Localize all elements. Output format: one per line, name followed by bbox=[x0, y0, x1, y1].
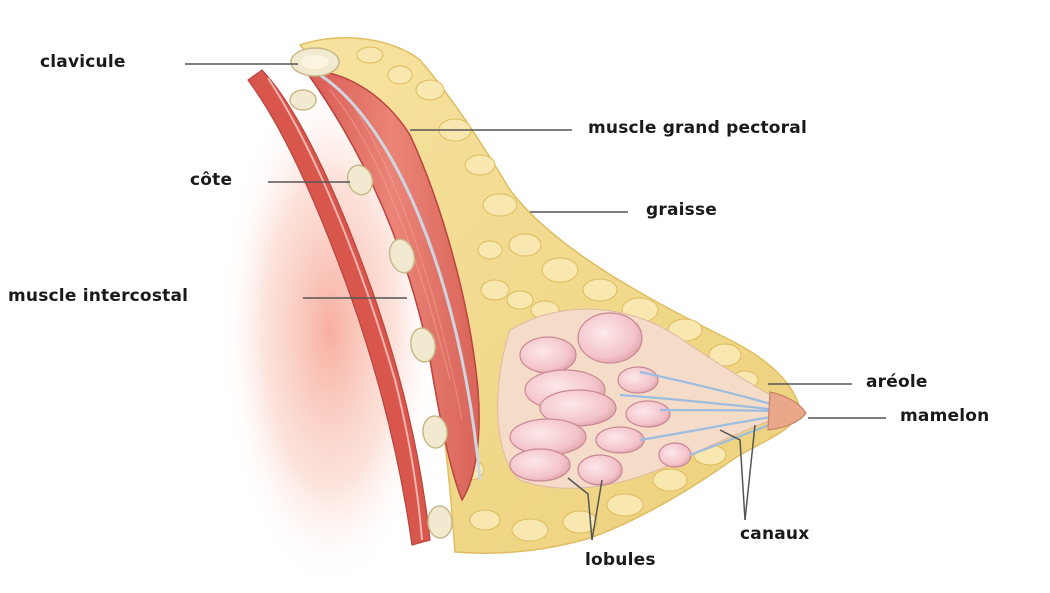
lobule bbox=[659, 443, 691, 467]
label-mamelon: mamelon bbox=[900, 406, 989, 426]
label-graisse: graisse bbox=[646, 200, 717, 220]
rib-6 bbox=[427, 505, 453, 538]
lobule bbox=[520, 337, 576, 373]
lobule bbox=[578, 455, 622, 485]
lobule bbox=[626, 401, 670, 427]
label-lobules: lobules bbox=[585, 550, 656, 570]
nipple-areola bbox=[768, 392, 806, 430]
label-clavicule: clavicule bbox=[40, 52, 126, 72]
lobule bbox=[510, 449, 570, 481]
label-areole: aréole bbox=[866, 372, 928, 392]
clavicle-bone bbox=[291, 48, 339, 76]
label-canaux: canaux bbox=[740, 524, 809, 544]
rib-1 bbox=[290, 90, 316, 110]
label-cote: côte bbox=[190, 170, 232, 190]
lobule bbox=[618, 367, 658, 393]
lobule bbox=[578, 313, 642, 363]
label-muscle-grand-pectoral: muscle grand pectoral bbox=[588, 118, 807, 138]
label-muscle-intercostal: muscle intercostal bbox=[8, 286, 188, 306]
lobule bbox=[596, 427, 644, 453]
